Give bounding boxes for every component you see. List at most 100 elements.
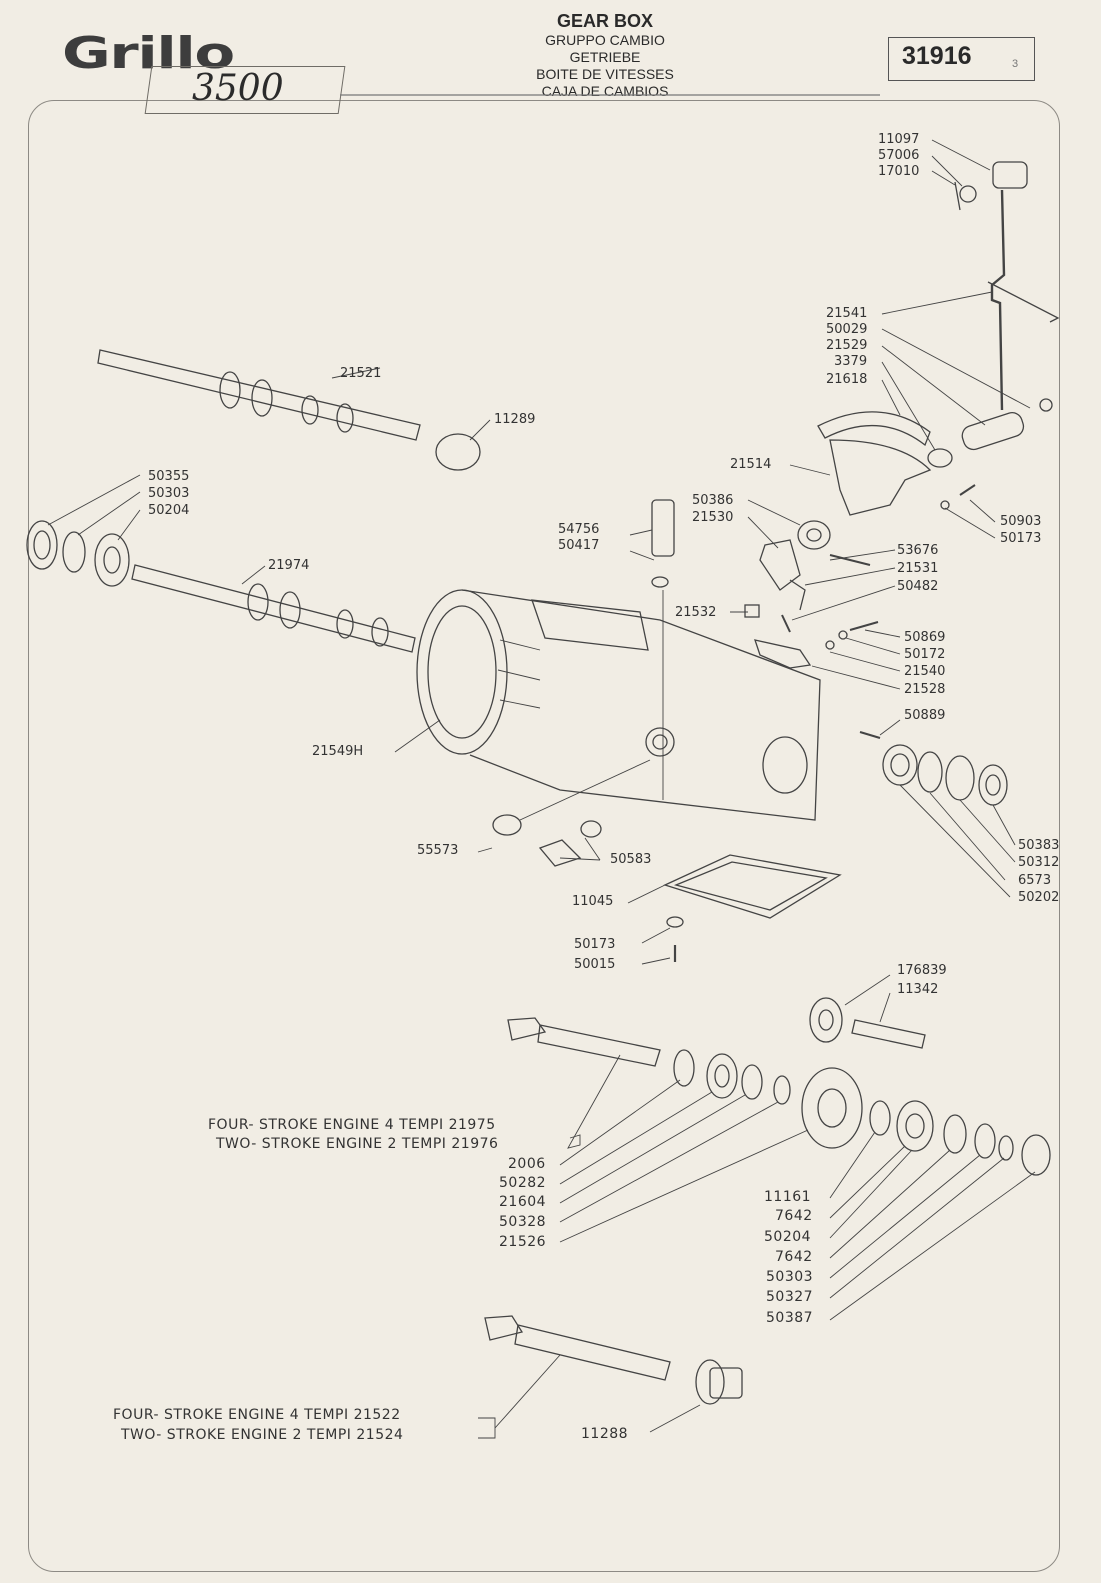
label-21618: 21618 — [826, 372, 868, 387]
gear-21521-d — [336, 403, 354, 433]
bearing-50386 — [797, 520, 831, 550]
gear-21521-a — [219, 371, 241, 409]
label-50417: 50417 — [558, 538, 600, 553]
plate-21540 — [754, 639, 812, 669]
page-title: GEAR BOX — [556, 11, 653, 31]
lever-21530 — [759, 539, 801, 591]
page-code-box — [888, 37, 1035, 81]
bottom-shaft-body — [514, 1324, 671, 1381]
label-50889: 50889 — [904, 708, 946, 723]
title-block: GEAR BOX GRUPPO CAMBIO GETRIEBE BOITE DE… — [505, 10, 705, 100]
label-6573: 6573 — [1018, 873, 1052, 888]
plate-washer — [927, 448, 953, 468]
leaders-top-right — [789, 139, 1031, 539]
label-50583: 50583 — [610, 852, 652, 867]
label-50202: 50202 — [1018, 890, 1060, 905]
page-frame — [28, 100, 1060, 1572]
page-code: 31916 — [902, 42, 972, 70]
label-21540: 21540 — [904, 664, 946, 679]
label-57006: 57006 — [878, 148, 920, 163]
label-21532: 21532 — [675, 605, 717, 620]
washer-50417 — [651, 576, 669, 588]
washer-50327 — [998, 1135, 1014, 1161]
ring-2006 — [673, 1049, 695, 1087]
label-21530: 21530 — [692, 510, 734, 525]
arm-21531 — [789, 579, 806, 611]
plug-50583 — [538, 839, 582, 867]
label-50903: 50903 — [1000, 514, 1042, 529]
label-50173-bottom: 50173 — [574, 937, 616, 952]
gear-21526 — [801, 1067, 863, 1149]
shaft-21974 — [131, 564, 416, 653]
label-50173-top: 50173 — [1000, 531, 1042, 546]
subtitle-fr: BOITE DE VITESSES — [536, 66, 674, 82]
label-11097: 11097 — [878, 132, 920, 147]
label-50204-right: 50204 — [764, 1229, 812, 1245]
washer-50173b — [666, 916, 684, 928]
bushing-11289 — [435, 433, 481, 471]
label-50303-left: 50303 — [148, 486, 190, 501]
pivot-screw — [1039, 398, 1053, 412]
washer-50173 — [940, 500, 950, 510]
pin-53676 — [829, 554, 871, 566]
oring-55573 — [492, 814, 522, 836]
lever-fork — [987, 281, 1060, 323]
bushing-11288 — [695, 1359, 725, 1405]
pinion-head — [507, 1017, 547, 1041]
label-50328: 50328 — [499, 1214, 547, 1230]
label-50029: 50029 — [826, 322, 868, 337]
housing-bore — [762, 736, 808, 794]
housing-port — [645, 727, 675, 757]
subtitle-it: GRUPPO CAMBIO — [545, 32, 665, 48]
brand-logo: Grillo — [62, 28, 235, 79]
left-seals — [26, 474, 141, 587]
label-54756: 54756 — [558, 522, 600, 537]
label-21975: FOUR- STROKE ENGINE 4 TEMPI 21975 — [208, 1117, 496, 1133]
label-21976: TWO- STROKE ENGINE 2 TEMPI 21976 — [216, 1136, 499, 1152]
label-21541: 21541 — [826, 306, 868, 321]
bearing-50204b — [896, 1100, 934, 1152]
key-21532 — [744, 604, 760, 618]
screw-50869 — [849, 621, 879, 631]
label-53676: 53676 — [897, 543, 939, 558]
label-50482: 50482 — [897, 579, 939, 594]
pin-11342 — [851, 1019, 926, 1049]
bottom-parts — [477, 759, 842, 965]
label-21522: FOUR- STROKE ENGINE 4 TEMPI 21522 — [113, 1407, 401, 1423]
label-50383: 50383 — [1018, 838, 1060, 853]
bottom-shaft-row — [478, 1315, 743, 1439]
gear-176839-group — [809, 974, 926, 1049]
label-50303-right: 50303 — [766, 1269, 814, 1285]
label-50282: 50282 — [499, 1175, 547, 1191]
label-50869: 50869 — [904, 630, 946, 645]
label-11342: 11342 — [897, 982, 939, 997]
clip-top — [954, 181, 961, 211]
gear-176839 — [809, 997, 843, 1043]
label-2006: 2006 — [508, 1156, 546, 1172]
shaft-21521 — [97, 349, 491, 471]
label-3379: 3379 — [834, 354, 868, 369]
label-21521: 21521 — [340, 366, 382, 381]
ring-21604 — [741, 1064, 763, 1100]
label-21528: 21528 — [904, 682, 946, 697]
label-21514: 21514 — [730, 457, 772, 472]
bearing-50282 — [706, 1053, 738, 1099]
label-50172: 50172 — [904, 647, 946, 662]
label-50204-left: 50204 — [148, 503, 190, 518]
label-50312: 50312 — [1018, 855, 1060, 870]
label-11289: 11289 — [494, 412, 536, 427]
pinion-shaft-row — [507, 1017, 1051, 1321]
right-seals — [882, 744, 1016, 898]
label-55573: 55573 — [417, 843, 459, 858]
label-21524: TWO- STROKE ENGINE 2 TEMPI 21524 — [121, 1427, 404, 1443]
washer-50172 — [838, 630, 848, 640]
label-21529: 21529 — [826, 338, 868, 353]
label-17010: 17010 — [878, 164, 920, 179]
label-50327: 50327 — [766, 1289, 814, 1305]
selector-parts — [744, 520, 879, 669]
leaders-selector — [730, 499, 901, 736]
ring-11161 — [869, 1100, 891, 1136]
subtitle-de: GETRIEBE — [569, 49, 641, 65]
seal-50303b — [974, 1123, 996, 1159]
